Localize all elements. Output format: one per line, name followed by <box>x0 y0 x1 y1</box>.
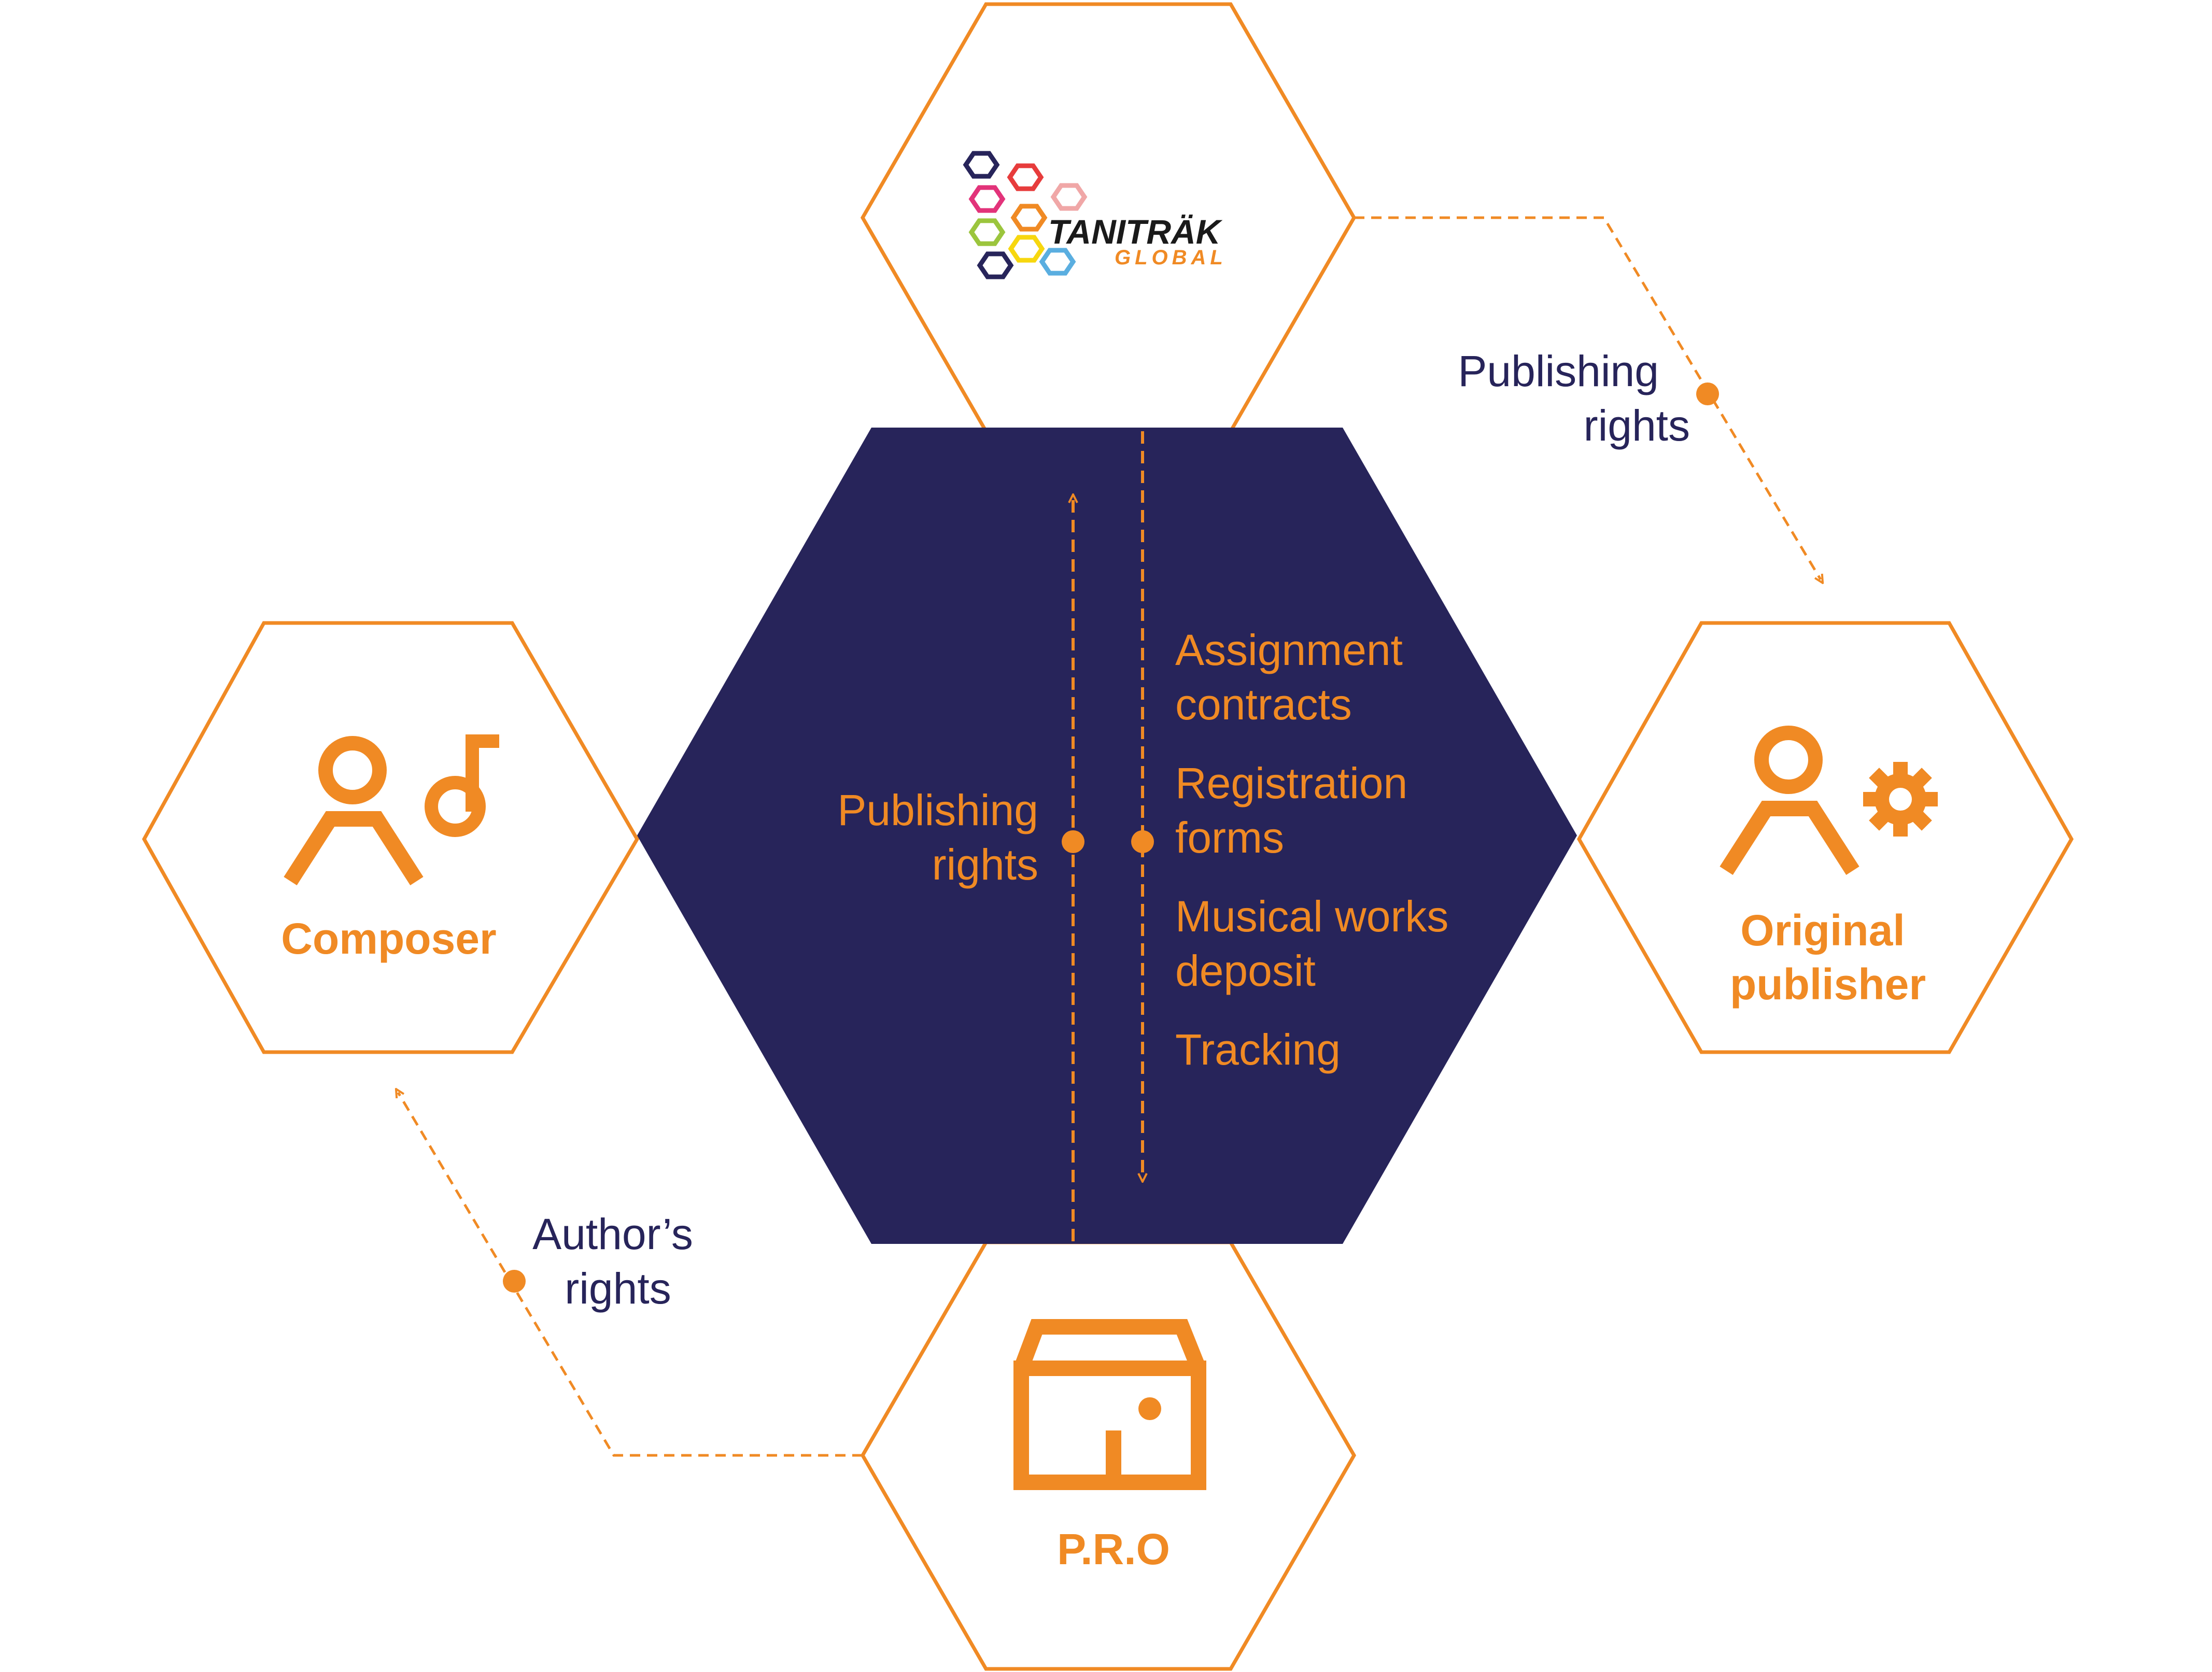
edge-bottom-left-line2: rights <box>565 1264 671 1313</box>
logo-hexagon <box>1010 204 1048 232</box>
logo-tagline: GLOBAL <box>1115 246 1227 269</box>
edge-top-right-line2: rights <box>1584 401 1690 450</box>
logo-hexagon <box>1039 248 1076 276</box>
logo-name: TANITRÄK <box>1048 212 1223 251</box>
center-item-0-line1: Assignment <box>1175 626 1403 674</box>
logo-hexagon <box>968 218 1006 246</box>
center-item-1-line2: forms <box>1175 813 1284 862</box>
dot-left <box>1062 830 1084 853</box>
dot-right <box>1131 830 1154 853</box>
arrow-pro-to-composer <box>398 1093 863 1457</box>
center-item-2-line2: deposit <box>1175 946 1316 995</box>
hexagon-center <box>637 428 1577 1244</box>
center-left-label-line1: Publishing <box>837 786 1038 834</box>
logo-hexagon <box>968 185 1006 213</box>
composer-person-music-note-icon <box>284 734 499 886</box>
logo-hexagon <box>977 251 1014 279</box>
arrow-tanitrak-to-publisher <box>1354 216 1821 579</box>
pro-building-icon <box>1013 1319 1206 1490</box>
center-item-0-line2: contracts <box>1175 680 1352 729</box>
center-item-2-line1: Musical works <box>1175 892 1448 941</box>
tanitrak-logo: TANITRÄK GLOBAL <box>963 151 1227 279</box>
center-item-1-line1: Registration <box>1175 759 1407 807</box>
center-left-label-line2: rights <box>932 840 1038 889</box>
publisher-label-line2: publisher <box>1730 960 1926 1009</box>
dot-top-right <box>1696 382 1719 405</box>
center-item-3-line1: Tracking <box>1175 1025 1341 1074</box>
logo-hexagon-cluster <box>963 151 1088 279</box>
edge-bottom-left-line1: Author’s <box>532 1210 693 1258</box>
pro-label: P.R.O <box>1057 1525 1170 1574</box>
logo-hexagon <box>1050 183 1088 211</box>
publisher-person-gear-icon <box>1720 726 1938 875</box>
composer-label: Composer <box>281 914 496 963</box>
logo-hexagon <box>1008 235 1045 263</box>
logo-hexagon <box>1007 163 1044 191</box>
logo-hexagon <box>963 151 1000 179</box>
publisher-label-line1: Original <box>1740 906 1905 955</box>
edge-top-right-line1: Publishing <box>1458 347 1659 395</box>
dot-bottom-left <box>503 1270 526 1293</box>
